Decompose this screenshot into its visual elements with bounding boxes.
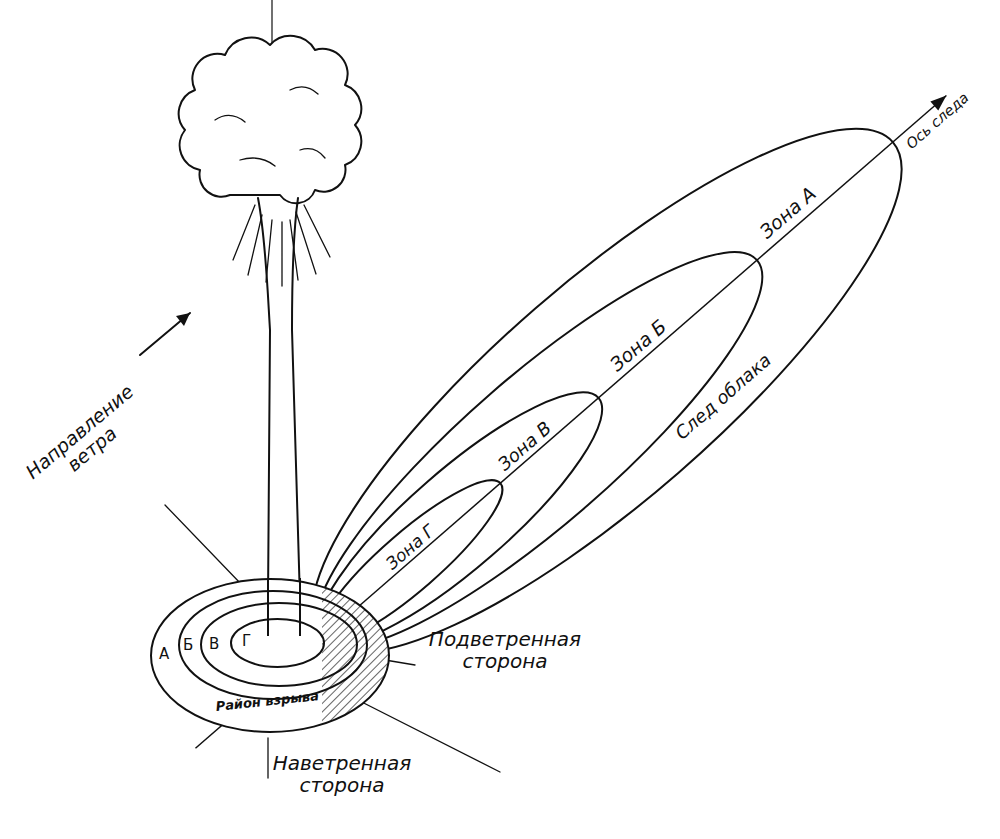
explosion-ring: Г [230, 618, 325, 668]
leeward-hatching [322, 579, 389, 732]
zone-label: Зона В [494, 418, 555, 475]
explosion-ring: ВГ [200, 602, 358, 687]
cloud-cap [179, 36, 362, 203]
ring-letter: В [209, 636, 219, 653]
ellipse-outline [178, 590, 368, 700]
wind-arrowhead [176, 313, 190, 326]
stem-skirt [233, 205, 330, 286]
leader-line [267, 738, 268, 778]
vertical-line [271, 0, 272, 46]
zone-label: Зона Г [382, 521, 438, 573]
ring-letter: А [159, 646, 169, 663]
ellipse [201, 603, 357, 686]
ellipse [231, 619, 324, 667]
ring-letter: Б [183, 637, 193, 654]
ellipse [151, 579, 389, 732]
wind-arrow [140, 313, 190, 355]
stem-right [292, 198, 300, 600]
explosion-ring: АРайон взрываБВГ [150, 578, 390, 733]
diagram-label: Направление ветра [22, 383, 148, 499]
diagram-label: Подветренная сторона [420, 628, 590, 672]
ring-letter: Г [242, 633, 251, 650]
explosion-ring: БВГ [178, 590, 368, 700]
cloud-detail [215, 87, 325, 166]
ellipse [179, 591, 367, 699]
ellipse-outline [200, 602, 358, 687]
zone-label: Зона Б [606, 316, 670, 376]
diagram-label: Наветренная сторона [262, 752, 422, 796]
stem-base [268, 578, 300, 636]
leader-line [165, 505, 242, 585]
